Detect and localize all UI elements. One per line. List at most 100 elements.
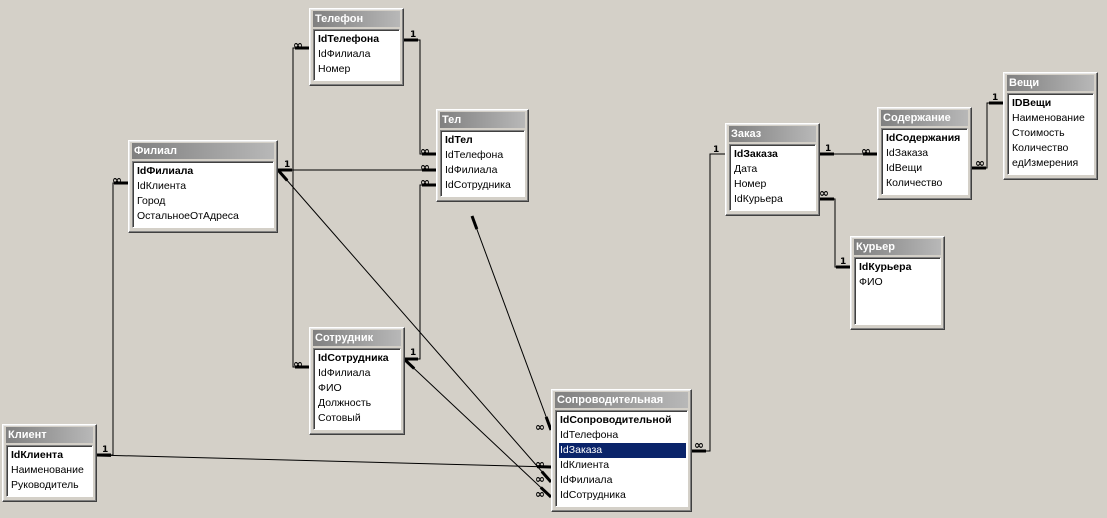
field-row[interactable]: IdСотрудника bbox=[560, 489, 626, 501]
field-row[interactable]: Наименование bbox=[1012, 112, 1085, 124]
field-row[interactable]: IdТелефона bbox=[560, 429, 619, 441]
table-title[interactable]: Сотрудник bbox=[313, 330, 401, 346]
cardinality-one-label: 1 bbox=[713, 145, 720, 155]
field-row[interactable]: IdТелефона bbox=[445, 149, 504, 161]
field-row[interactable]: Номер bbox=[734, 178, 767, 190]
field-row[interactable]: IdФилиала bbox=[318, 48, 371, 60]
cardinality-one-label: 1 bbox=[410, 30, 417, 40]
field-row[interactable]: едИзмерения bbox=[1012, 157, 1079, 169]
field-row[interactable]: IdЗаказа bbox=[734, 148, 778, 160]
field-row[interactable]: IdЗаказа bbox=[559, 443, 686, 458]
field-row[interactable]: Руководитель bbox=[11, 479, 79, 491]
field-row[interactable]: IdКлиента bbox=[11, 449, 64, 461]
relationship-line[interactable] bbox=[471, 215, 552, 431]
relationship-line[interactable] bbox=[404, 39, 436, 155]
table-title[interactable]: Филиал bbox=[132, 143, 274, 159]
field-row[interactable]: IdСотрудника bbox=[318, 352, 389, 364]
field-row[interactable]: ФИО bbox=[859, 276, 883, 288]
field-row[interactable]: Стоимость bbox=[1012, 127, 1065, 139]
field-row[interactable]: IdФилиала bbox=[445, 164, 498, 176]
field-row[interactable]: IdКлиента bbox=[137, 180, 187, 192]
field-row[interactable]: IdСопроводительной bbox=[560, 414, 672, 426]
field-row[interactable]: Город bbox=[137, 195, 166, 207]
cardinality-many-label: ∞ bbox=[420, 160, 430, 174]
cardinality-many-label: ∞ bbox=[420, 144, 430, 158]
field-row[interactable]: IdКурьера bbox=[859, 261, 912, 273]
relationship-line[interactable] bbox=[277, 169, 552, 483]
relationship-line[interactable] bbox=[97, 182, 128, 456]
cardinality-many-label: ∞ bbox=[420, 175, 430, 189]
field-row[interactable]: IdФилиала bbox=[560, 474, 613, 486]
relationship-line[interactable] bbox=[96, 454, 552, 468]
cardinality-one-label: 1 bbox=[410, 348, 417, 358]
cardinality-one-label: 1 bbox=[284, 160, 291, 170]
field-row[interactable]: IdСотрудника bbox=[445, 179, 511, 191]
field-row[interactable]: IdФилиала bbox=[318, 367, 371, 379]
cardinality-many-label: ∞ bbox=[694, 438, 704, 452]
field-row[interactable]: Дата bbox=[734, 163, 758, 175]
relationship-line[interactable] bbox=[278, 47, 309, 171]
field-row[interactable]: IdЗаказа bbox=[886, 147, 929, 159]
table-title[interactable]: Клиент bbox=[6, 427, 93, 443]
field-row[interactable]: IdСодержания bbox=[886, 132, 961, 144]
field-row[interactable]: IdКурьера bbox=[734, 193, 783, 205]
field-row[interactable]: IdФилиала bbox=[137, 165, 194, 177]
table-title[interactable]: Содержание bbox=[881, 110, 968, 126]
cardinality-many-label: ∞ bbox=[535, 420, 545, 434]
field-row[interactable]: IdТел bbox=[445, 134, 473, 146]
relationship-end-stub bbox=[539, 486, 553, 499]
table-title[interactable]: Тел bbox=[440, 112, 525, 128]
table-title[interactable]: Сопроводительная bbox=[555, 392, 688, 408]
cardinality-many-label: ∞ bbox=[535, 457, 545, 471]
field-row[interactable]: IdТелефона bbox=[318, 33, 380, 45]
field-row[interactable]: Количество bbox=[886, 177, 943, 189]
table-title[interactable]: Заказ bbox=[729, 126, 816, 142]
cardinality-many-label: ∞ bbox=[535, 472, 545, 486]
field-row[interactable]: Номер bbox=[318, 63, 351, 75]
cardinality-many-label: ∞ bbox=[293, 38, 303, 52]
field-row[interactable]: IdВещи bbox=[886, 162, 923, 174]
table-title[interactable]: Вещи bbox=[1007, 75, 1094, 91]
cardinality-one-label: 1 bbox=[825, 144, 832, 154]
cardinality-many-label: ∞ bbox=[293, 357, 303, 371]
relationship-end-stub bbox=[544, 416, 553, 431]
relationship-end-stub bbox=[402, 357, 416, 370]
cardinality-one-label: 1 bbox=[102, 445, 109, 455]
cardinality-one-label: 1 bbox=[840, 257, 847, 267]
field-row[interactable]: IDВещи bbox=[1012, 97, 1052, 109]
table-title[interactable]: Телефон bbox=[313, 11, 400, 27]
field-row[interactable]: IdКлиента bbox=[560, 459, 610, 471]
relationship-line[interactable] bbox=[403, 358, 552, 498]
field-row[interactable]: Сотовый bbox=[318, 412, 361, 424]
relationship-end-stub bbox=[276, 169, 289, 182]
table-title[interactable]: Курьер bbox=[854, 239, 941, 255]
field-row[interactable]: Количество bbox=[1012, 142, 1069, 154]
field-row[interactable]: ОстальноеОтАдреса bbox=[137, 210, 239, 222]
field-row[interactable]: ФИО bbox=[318, 382, 342, 394]
relationship-line[interactable] bbox=[404, 184, 436, 360]
cardinality-one-label: 1 bbox=[992, 93, 999, 103]
field-row[interactable]: Должность bbox=[318, 397, 372, 409]
field-row[interactable]: Наименование bbox=[11, 464, 84, 476]
